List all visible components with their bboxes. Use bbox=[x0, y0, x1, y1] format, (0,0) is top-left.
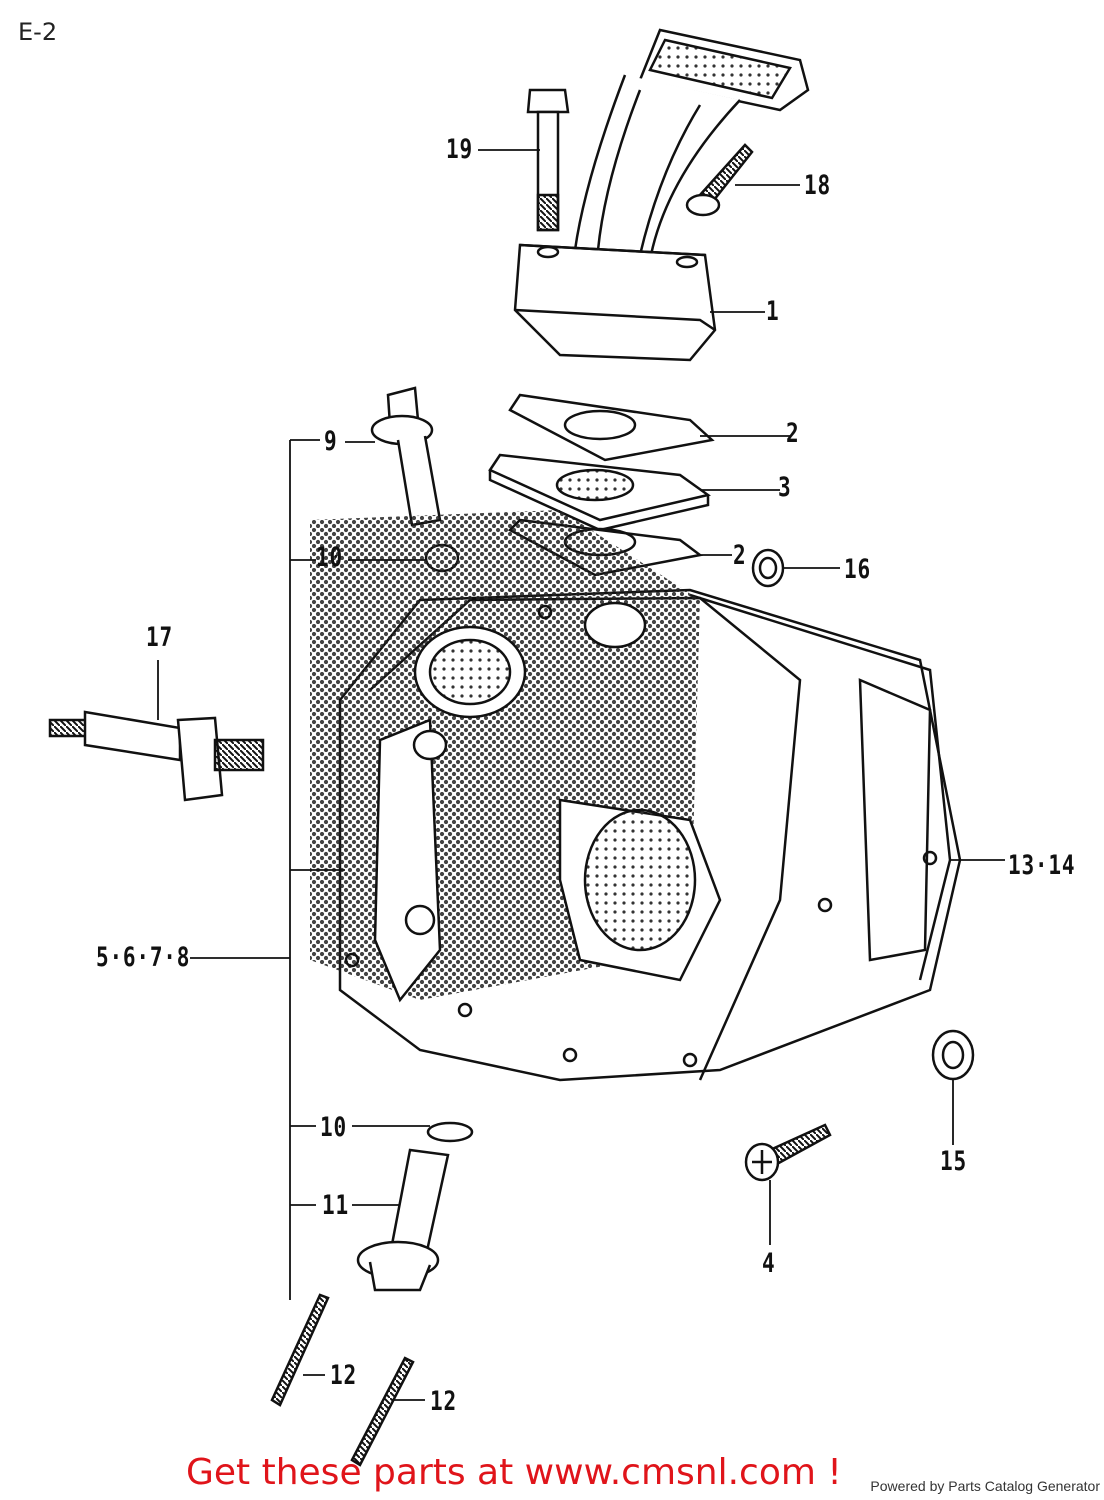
o-ring-part-10-bottom bbox=[426, 1121, 474, 1143]
callout-2-top: 2 bbox=[786, 418, 800, 449]
promo-link[interactable]: Get these parts at www.cmsnl.com ! bbox=[186, 1452, 842, 1493]
screw-part-4 bbox=[744, 1123, 832, 1182]
callout-12a: 12 bbox=[330, 1360, 357, 1391]
callout-19: 19 bbox=[446, 134, 473, 165]
leader-lines bbox=[157, 149, 1005, 1401]
callout-12b: 12 bbox=[430, 1386, 457, 1417]
callout-16: 16 bbox=[844, 554, 871, 585]
bolt-part-18 bbox=[685, 143, 754, 217]
powered-by-text: Powered by Parts Catalog Generator bbox=[870, 1478, 1100, 1494]
cylinder-head-main bbox=[310, 510, 962, 1082]
callout-15: 15 bbox=[940, 1146, 967, 1177]
callout-9: 9 bbox=[324, 426, 338, 457]
valve-guide-part-11 bbox=[356, 1148, 450, 1292]
callout-2-lower: 2 bbox=[733, 540, 747, 571]
stud-part-12a bbox=[270, 1293, 330, 1407]
callout-10-bottom: 10 bbox=[320, 1112, 347, 1143]
spark-plug-part-17 bbox=[48, 710, 265, 802]
washer-part-16 bbox=[751, 548, 785, 588]
callout-18: 18 bbox=[804, 170, 831, 201]
callout-4: 4 bbox=[762, 1248, 776, 1279]
callout-13-14: 13·14 bbox=[1008, 850, 1076, 881]
callout-3: 3 bbox=[778, 472, 792, 503]
callout-10-top: 10 bbox=[316, 542, 343, 573]
washer-part-15 bbox=[931, 1029, 975, 1081]
page-code: E-2 bbox=[18, 18, 58, 46]
callout-5-6-7-8: 5·6·7·8 bbox=[96, 942, 191, 973]
callout-1: 1 bbox=[766, 296, 780, 327]
intake-pipe-part-1 bbox=[513, 28, 810, 362]
callout-11: 11 bbox=[322, 1190, 349, 1221]
stud-part-12b bbox=[350, 1356, 415, 1467]
bolt-part-19 bbox=[526, 88, 570, 232]
gasket-part-2-top bbox=[508, 393, 715, 462]
valve-guide-part-9 bbox=[370, 386, 442, 527]
callout-17: 17 bbox=[146, 622, 173, 653]
